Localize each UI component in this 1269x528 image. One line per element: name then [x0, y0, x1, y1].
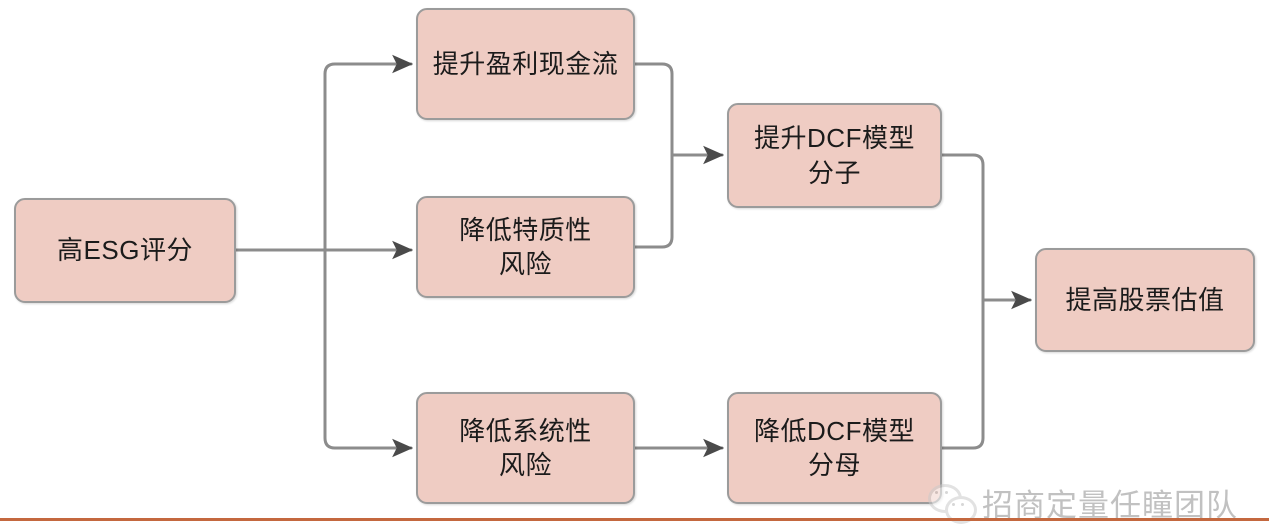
edge-esg-to-cashflow: [323, 54, 414, 252]
edge-numerator-to-valuation: [940, 153, 985, 302]
watermark-text: 招商定量任瞳团队: [982, 487, 1238, 523]
node-high-esg-score[interactable]: 高ESG评分: [14, 198, 236, 303]
footer-rule: [0, 518, 1269, 521]
edge-idio-to-numerator: [633, 153, 674, 249]
edge-cashflow-to-numerator: [633, 62, 674, 157]
watermark: 招商定量任瞳团队: [928, 480, 1238, 524]
node-raise-stock-valuation[interactable]: 提高股票估值: [1035, 248, 1255, 352]
wechat-icon: [928, 482, 977, 524]
node-improve-profit-cashflow[interactable]: 提升盈利现金流: [416, 8, 635, 120]
edge-esg-to-sys: [323, 248, 414, 458]
node-decrease-dcf-denominator[interactable]: 降低DCF模型 分母: [727, 392, 942, 504]
edge-denominator-to-valuation: [940, 298, 985, 450]
node-reduce-idiosyncratic-risk[interactable]: 降低特质性 风险: [416, 196, 635, 298]
node-reduce-systematic-risk[interactable]: 降低系统性 风险: [416, 392, 635, 504]
node-increase-dcf-numerator[interactable]: 提升DCF模型 分子: [727, 103, 942, 208]
